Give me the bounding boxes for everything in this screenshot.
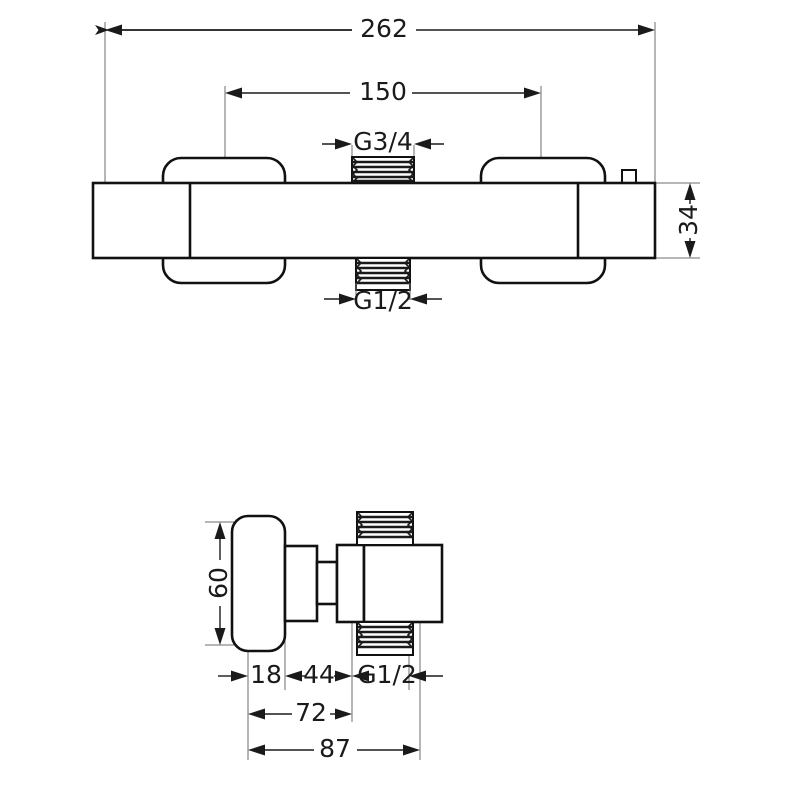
dimension-18: 18 — [218, 660, 282, 689]
bottom-thread-nipple — [355, 257, 411, 291]
side-view-group: 60 — [204, 511, 444, 763]
dimension-18-label: 18 — [250, 660, 282, 689]
dimension-87-label: 87 — [319, 734, 351, 763]
mixer-body-bar — [91, 181, 657, 260]
control-knob — [230, 514, 287, 653]
dimension-60-label: 60 — [204, 567, 233, 599]
front-extension-lines — [104, 22, 700, 259]
thread-callout-g12-side: G1/2 — [352, 660, 443, 689]
thread-callout-g12-side-label: G1/2 — [357, 660, 417, 689]
dimension-72: 72 — [248, 698, 352, 727]
side-bottom-thread — [356, 621, 414, 656]
dimension-44-label: 44 — [303, 660, 335, 689]
thread-callout-g12-front-label: G1/2 — [353, 286, 413, 315]
dimension-150: 150 — [225, 77, 541, 106]
dimension-34: 34 — [674, 183, 703, 258]
valve-flange — [335, 543, 366, 624]
dimension-34-label: 34 — [674, 204, 703, 236]
dimension-262-label: 262 — [360, 14, 408, 43]
front-view-group: 262 150 G3/4 — [91, 14, 703, 315]
thread-callout-g34-label: G3/4 — [353, 127, 413, 156]
side-top-thread — [356, 511, 414, 546]
dimension-262: 262 — [95, 14, 655, 43]
side-body-square — [362, 543, 444, 624]
valve-neck — [315, 560, 339, 606]
thread-callout-g12-front: G1/2 — [324, 283, 442, 315]
top-thread-nipple — [351, 156, 415, 184]
dimension-87: 87 — [248, 734, 420, 763]
dimension-60: 60 — [204, 522, 233, 645]
knob-collar — [283, 544, 319, 623]
dimension-72-label: 72 — [295, 698, 327, 727]
dimension-150-label: 150 — [359, 77, 407, 106]
dimension-44: 44 — [285, 660, 352, 689]
